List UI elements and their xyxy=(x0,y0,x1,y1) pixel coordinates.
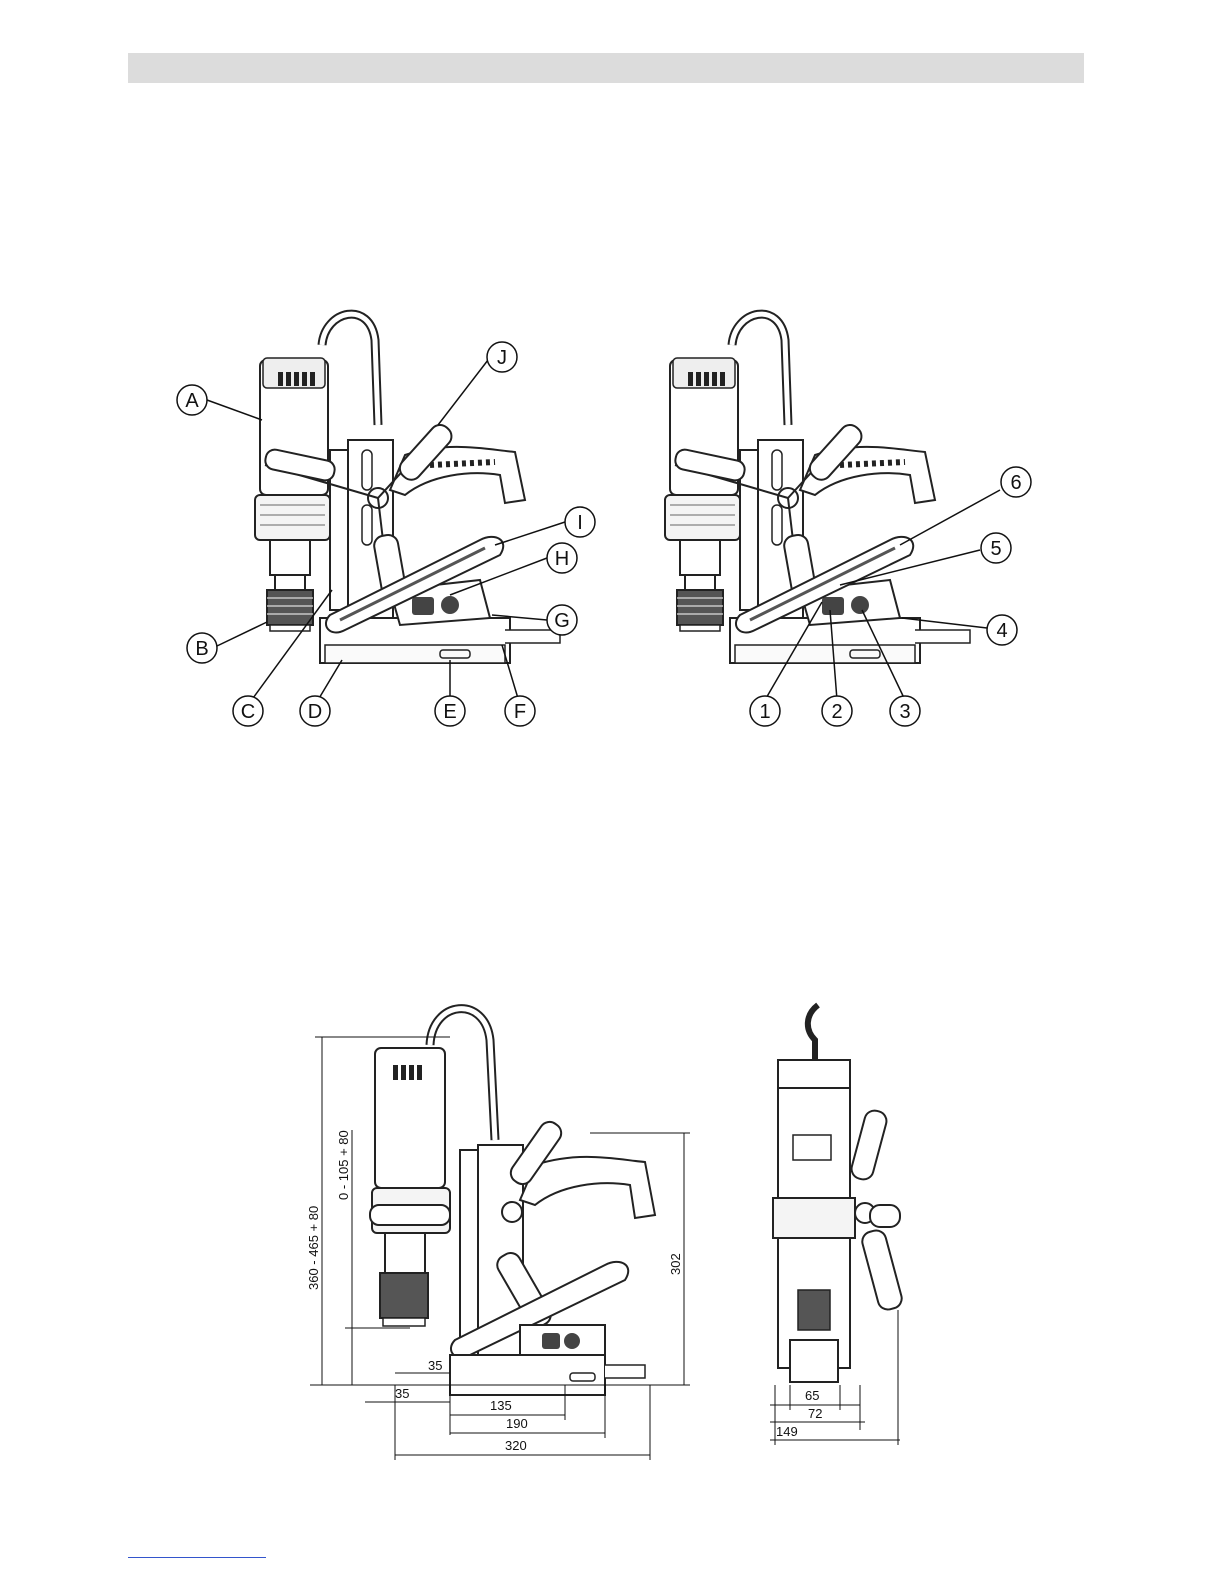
header-bar xyxy=(128,53,1084,83)
dim-190: 190 xyxy=(506,1416,528,1431)
parts-diagram: A B C D E F G H I J 1 2 3 4 5 6 xyxy=(150,300,1050,750)
footer-rule xyxy=(128,1557,266,1558)
front-view xyxy=(773,1005,904,1382)
label-1: 1 xyxy=(759,701,770,723)
dim-149: 149 xyxy=(776,1424,798,1439)
dim-72: 72 xyxy=(808,1406,822,1421)
label-3: 3 xyxy=(899,701,910,723)
label-i: I xyxy=(577,512,583,534)
label-d: D xyxy=(308,701,322,723)
figure-dimensions: 360 - 465 + 80 0 - 105 + 80 302 35 35 13… xyxy=(300,990,950,1470)
dim-35-top: 35 xyxy=(428,1358,442,1373)
dim-35-bottom: 35 xyxy=(395,1386,409,1401)
dim-135: 135 xyxy=(490,1398,512,1413)
label-g: G xyxy=(554,610,570,632)
label-5: 5 xyxy=(990,538,1001,560)
dim-total-height: 360 - 465 + 80 xyxy=(306,1206,321,1290)
label-c: C xyxy=(241,701,255,723)
label-a: A xyxy=(185,390,199,412)
dimension-diagram: 360 - 465 + 80 0 - 105 + 80 302 35 35 13… xyxy=(300,990,950,1470)
dim-320: 320 xyxy=(505,1438,527,1453)
dim-65: 65 xyxy=(805,1388,819,1403)
dim-302: 302 xyxy=(668,1253,683,1275)
label-f: F xyxy=(514,701,526,723)
label-h: H xyxy=(555,548,569,570)
label-4: 4 xyxy=(996,620,1007,642)
label-b: B xyxy=(195,638,208,660)
figure-parts: A B C D E F G H I J 1 2 3 4 5 6 xyxy=(150,300,1050,750)
label-j: J xyxy=(497,347,507,369)
label-e: E xyxy=(443,701,456,723)
dim-stroke: 0 - 105 + 80 xyxy=(336,1130,351,1200)
label-6: 6 xyxy=(1010,472,1021,494)
label-2: 2 xyxy=(831,701,842,723)
